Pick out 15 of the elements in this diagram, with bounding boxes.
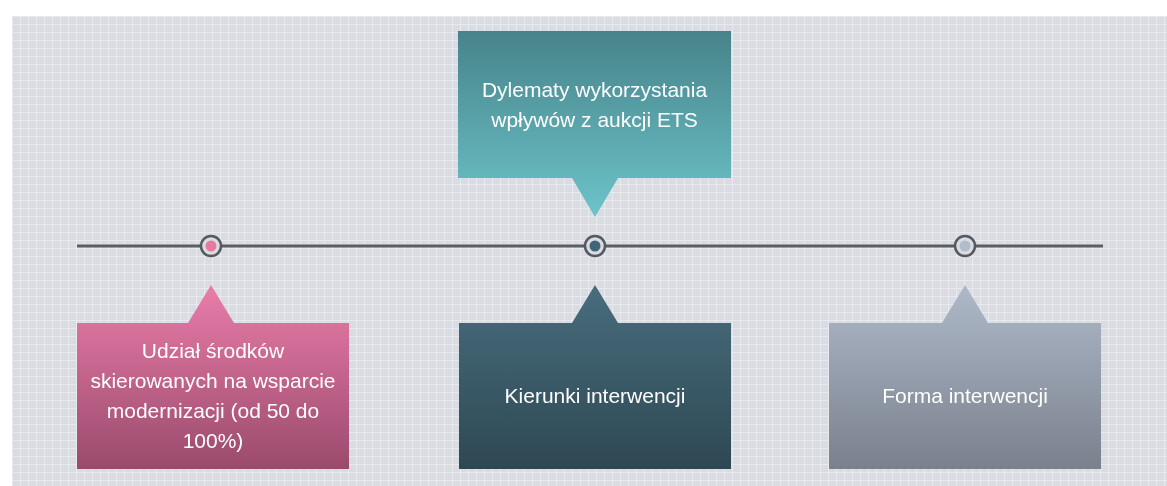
- timeline-line: [976, 244, 1103, 248]
- timeline-line: [222, 244, 584, 248]
- timeline-marker: [199, 234, 223, 258]
- callout-box: [829, 285, 1101, 469]
- timeline-marker: [583, 234, 607, 258]
- timeline-marker: [953, 234, 977, 258]
- callout-box: [77, 285, 349, 469]
- callout-text: Kierunki interwencji: [504, 383, 686, 409]
- callout-box: [458, 31, 731, 217]
- callout-text: Dylematy wykorzystania wpływów z aukcji ETS: [480, 76, 709, 133]
- callout-box: [459, 285, 731, 469]
- timeline-line: [77, 244, 200, 248]
- callout-text: Udział środków skierowanych na wsparcie modernizacji (od 50 do 100%): [89, 338, 337, 454]
- callout-text: Forma interwencji: [882, 383, 1048, 409]
- timeline-line: [606, 244, 954, 248]
